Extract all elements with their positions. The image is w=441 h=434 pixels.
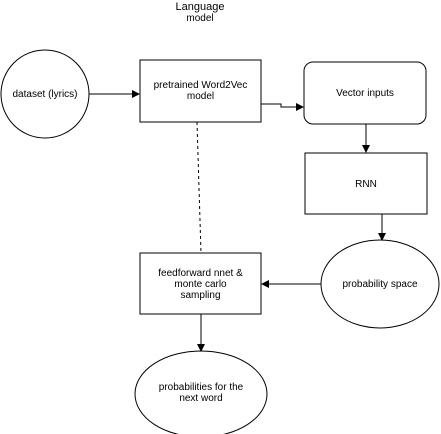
word2vec-label: pretrained Word2Vec model: [153, 80, 248, 102]
word2vec-node: [139, 59, 262, 123]
dataset-label: dataset (lyrics): [12, 88, 78, 100]
edge-dashed-word2vec-feedforward: [196, 121, 202, 254]
rnn-label: RNN: [355, 178, 377, 190]
group-label-line2: model: [186, 12, 214, 24]
probabilities-label: probabilities for the next word: [158, 382, 244, 404]
group-label-line1: Language: [175, 0, 225, 13]
group-label-language-model: Language model: [150, 0, 250, 24]
rnn-node: [304, 152, 428, 215]
vector-inputs-node: [303, 61, 427, 125]
edge-word2vec-to-vector-inputs: [261, 103, 304, 111]
probability-space-label: probability space: [342, 278, 418, 290]
vector-inputs-label: Vector inputs: [336, 87, 394, 99]
feedforward-label: feedforward nnet & monte carlo sampling: [158, 267, 243, 301]
